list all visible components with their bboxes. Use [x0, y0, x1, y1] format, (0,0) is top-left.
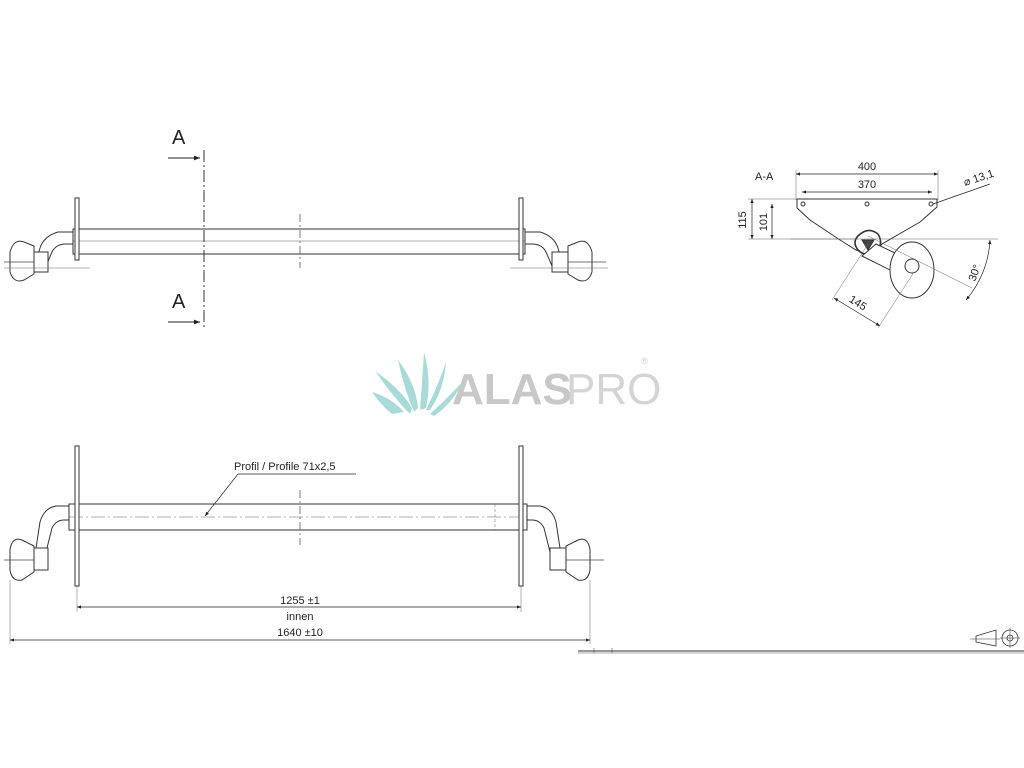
bottom-left-swing-arm: [35, 505, 70, 553]
bottom-left-plate: [74, 445, 80, 587]
top-left-plate: [74, 197, 80, 261]
section-cut-line: A A: [168, 127, 205, 330]
bottom-axle-view: [4, 445, 604, 644]
title-block: [578, 628, 1024, 654]
registered-mark: ®: [641, 356, 648, 366]
dim-inner-length: 1255 ±1: [280, 595, 320, 607]
brand-text-alas: ALAS: [452, 365, 572, 414]
top-axle-tube: [72, 228, 526, 255]
top-right-plate: [518, 197, 524, 261]
brand-text-pro: PRO: [566, 365, 661, 414]
leaf-logo-icon: [372, 352, 464, 416]
dim-height-101: 101: [758, 213, 770, 231]
dim-angle-30: 30°: [967, 263, 984, 283]
section-marker-top: A: [172, 127, 186, 149]
alaspro-watermark: ALAS PRO ®: [372, 352, 661, 416]
dim-width-370: 370: [858, 179, 876, 191]
bottom-right-plate: [518, 445, 524, 587]
dim-height-115: 115: [737, 211, 749, 229]
top-axle-view: [4, 197, 608, 282]
profile-label: Profil / Profile 71x2,5: [234, 461, 336, 473]
dim-total-length: 1640 ±10: [277, 627, 323, 639]
section-view-aa: A-A 400 370 ⌀ 13,1 115 10: [737, 161, 998, 329]
dim-inner-label: innen: [287, 611, 314, 623]
section-view-label: A-A: [755, 171, 774, 183]
dim-hole-diameter: ⌀ 13,1: [962, 168, 995, 189]
top-right-hub: [567, 240, 593, 282]
top-left-hub: [9, 240, 35, 282]
dim-width-400: 400: [858, 161, 876, 173]
bottom-right-swing-arm: [526, 505, 561, 553]
projection-symbol-icon: [970, 628, 1020, 648]
section-marker-bottom: A: [172, 291, 186, 313]
dim-arm-145: 145: [847, 294, 869, 314]
